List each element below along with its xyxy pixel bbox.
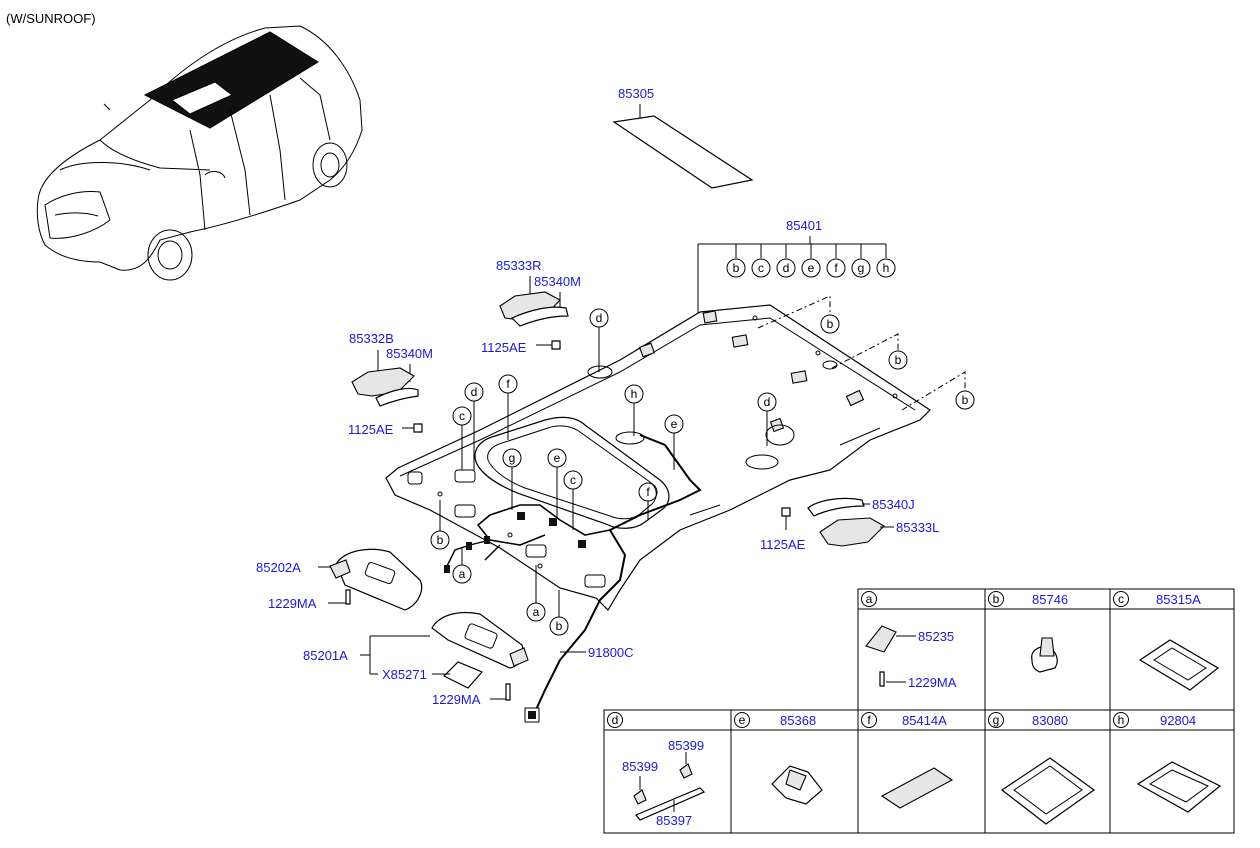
legend-cell-a: a <box>861 591 877 607</box>
legend-part-85235[interactable]: 85235 <box>918 629 954 644</box>
svg-text:g: g <box>858 261 865 275</box>
svg-text:h: h <box>883 261 890 275</box>
svg-text:b: b <box>733 261 740 275</box>
assist-handle-top[interactable]: 85333R 85340M 1125AE <box>481 258 581 355</box>
svg-text:d: d <box>612 713 619 727</box>
svg-text:b: b <box>827 317 834 331</box>
tree-letter-c: c <box>751 258 771 278</box>
callout-85340M-top[interactable]: 85340M <box>534 274 581 289</box>
callout-85340M-left[interactable]: 85340M <box>386 346 433 361</box>
callout-85332B[interactable]: 85332B <box>349 331 394 346</box>
letter-b-2: b <box>888 350 908 370</box>
svg-text:e: e <box>671 417 678 431</box>
tree-letter-h: h <box>876 258 896 278</box>
headliner-panel[interactable] <box>385 304 931 611</box>
legend-cell-e: e 85368 <box>734 712 816 728</box>
part-85305-pad[interactable]: 85305 <box>612 86 754 189</box>
svg-text:b: b <box>437 533 444 547</box>
svg-text:e: e <box>554 451 561 465</box>
callout-1229MA-left[interactable]: 1229MA <box>268 596 317 611</box>
svg-text:d: d <box>471 385 478 399</box>
assist-handle-left[interactable]: 85332B 85340M 1125AE <box>348 331 433 437</box>
tree-letter-f: f <box>826 258 846 278</box>
callout-85333L[interactable]: 85333L <box>896 520 939 535</box>
callout-1229MA-bottom[interactable]: 1229MA <box>432 692 481 707</box>
callout-1125AE-top[interactable]: 1125AE <box>481 340 527 355</box>
legend-part-83080[interactable]: 83080 <box>1032 713 1068 728</box>
tree-letter-g: g <box>851 258 871 278</box>
callout-85401[interactable]: 85401 <box>786 218 822 233</box>
callout-85305[interactable]: 85305 <box>618 86 654 101</box>
sunroof-note: (W/SUNROOF) <box>6 11 96 26</box>
svg-text:g: g <box>993 713 1000 727</box>
svg-text:h: h <box>631 387 638 401</box>
callout-85340J[interactable]: 85340J <box>872 497 915 512</box>
tree-letter-b: b <box>726 258 746 278</box>
parts-legend-table: a b 85746 c 85315A d e 85368 f 85414A g … <box>603 588 1235 834</box>
legend-cell-d: d <box>607 712 623 728</box>
svg-text:b: b <box>895 353 902 367</box>
tree-letter-e: e <box>801 258 821 278</box>
sunvisor-left[interactable]: 85202A 1229MA <box>256 548 423 611</box>
legend-cell-f: f 85414A <box>861 712 947 728</box>
svg-text:a: a <box>459 567 466 581</box>
callout-85201A[interactable]: 85201A <box>303 648 348 663</box>
legend-part-85399-left[interactable]: 85399 <box>622 759 658 774</box>
headliner-letter-callouts: d d f c h e d g e c f b a a b <box>430 308 777 636</box>
legend-cell-h: h 92804 <box>1113 712 1196 728</box>
legend-cell-c: c 85315A <box>1113 591 1201 607</box>
legend-cell-g: g 83080 <box>988 712 1068 728</box>
svg-text:e: e <box>808 261 815 275</box>
legend-part-92804[interactable]: 92804 <box>1160 713 1196 728</box>
legend-part-85746[interactable]: 85746 <box>1032 592 1068 607</box>
svg-text:e: e <box>739 713 746 727</box>
vehicle-illustration <box>36 25 363 281</box>
svg-text:h: h <box>1118 713 1125 727</box>
part-91800C-harness[interactable]: 91800C <box>444 434 702 723</box>
sunvisor-right[interactable]: 85201A X85271 1229MA <box>303 611 529 707</box>
svg-text:d: d <box>596 311 603 325</box>
headliner-b-leaders: b b b <box>757 295 975 411</box>
svg-text:a: a <box>866 592 873 606</box>
svg-text:b: b <box>993 592 1000 606</box>
legend-part-85368[interactable]: 85368 <box>780 713 816 728</box>
svg-text:f: f <box>867 713 871 727</box>
callout-91800C[interactable]: 91800C <box>588 645 634 660</box>
svg-text:f: f <box>506 377 510 391</box>
callout-1125AE-left[interactable]: 1125AE <box>348 422 394 437</box>
legend-cell-b: b 85746 <box>988 591 1068 607</box>
svg-text:d: d <box>783 261 790 275</box>
legend-part-85399-top[interactable]: 85399 <box>668 738 704 753</box>
letter-b-3: b <box>955 390 975 410</box>
svg-text:c: c <box>570 473 576 487</box>
legend-part-1229MA[interactable]: 1229MA <box>908 675 957 690</box>
svg-text:b: b <box>962 393 969 407</box>
svg-text:f: f <box>646 485 650 499</box>
legend-part-85397[interactable]: 85397 <box>656 813 692 828</box>
svg-text:d: d <box>764 395 771 409</box>
svg-text:c: c <box>758 261 764 275</box>
tree-letter-d: d <box>776 258 796 278</box>
svg-text:b: b <box>556 619 563 633</box>
letter-b-1: b <box>820 314 840 334</box>
assist-handle-right[interactable]: 85340J 85333L 1125AE <box>760 497 939 552</box>
callout-85333R[interactable]: 85333R <box>496 258 542 273</box>
callout-1125AE-right[interactable]: 1125AE <box>760 537 806 552</box>
legend-part-85414A[interactable]: 85414A <box>902 713 947 728</box>
part-85401-tree: 85401 b c d e f g h <box>697 218 896 318</box>
svg-text:a: a <box>533 605 540 619</box>
svg-text:f: f <box>834 261 838 275</box>
svg-text:c: c <box>459 409 465 423</box>
svg-text:c: c <box>1118 592 1124 606</box>
callout-X85271[interactable]: X85271 <box>382 667 427 682</box>
callout-85202A[interactable]: 85202A <box>256 560 301 575</box>
legend-part-85315A[interactable]: 85315A <box>1156 592 1201 607</box>
svg-text:g: g <box>509 451 516 465</box>
